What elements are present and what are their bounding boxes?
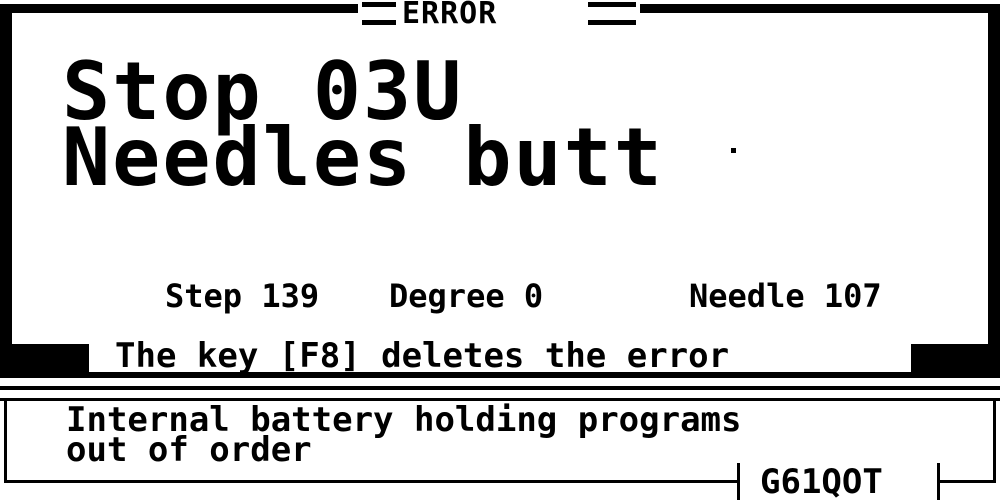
message-panel-left-border xyxy=(4,398,7,482)
message-code: G61QOT xyxy=(760,462,883,502)
message-panel-bottom-border xyxy=(4,480,737,483)
error-description: Needles butt xyxy=(62,111,664,204)
delete-error-hint: The key [F8] deletes the error xyxy=(115,336,730,376)
message-panel-bottom-border xyxy=(940,480,996,483)
hint-bar-right xyxy=(911,344,1000,378)
code-tick xyxy=(737,463,740,500)
title-ornament xyxy=(362,20,396,25)
title-ornament xyxy=(588,20,636,25)
panel-separator xyxy=(0,386,1000,390)
title-ornament xyxy=(362,2,396,7)
error-stop-code: Stop 03U xyxy=(62,45,464,138)
step-value: Step 139 xyxy=(165,277,320,315)
needle-value: Needle 107 xyxy=(689,277,882,315)
title-ornament xyxy=(588,2,636,7)
error-window-top-border xyxy=(0,4,358,13)
error-window-left-border xyxy=(0,4,12,344)
degree-value: Degree 0 xyxy=(389,277,544,315)
message-panel-top-border xyxy=(0,398,1000,401)
message-line-1: Internal battery holding programs xyxy=(66,400,742,440)
hint-bar-left xyxy=(0,344,89,378)
error-window-right-border xyxy=(988,4,1000,344)
code-tick xyxy=(937,463,940,500)
error-status-line: Step 139 Degree 0 Needle 107 xyxy=(165,278,955,314)
message-panel-right-border xyxy=(993,398,996,482)
hint-bar-underline xyxy=(89,372,911,378)
cursor-dot xyxy=(731,148,736,153)
message-line-2: out of order xyxy=(66,430,312,470)
error-window-top-border xyxy=(640,4,1000,13)
error-window-title: ERROR xyxy=(402,0,498,31)
